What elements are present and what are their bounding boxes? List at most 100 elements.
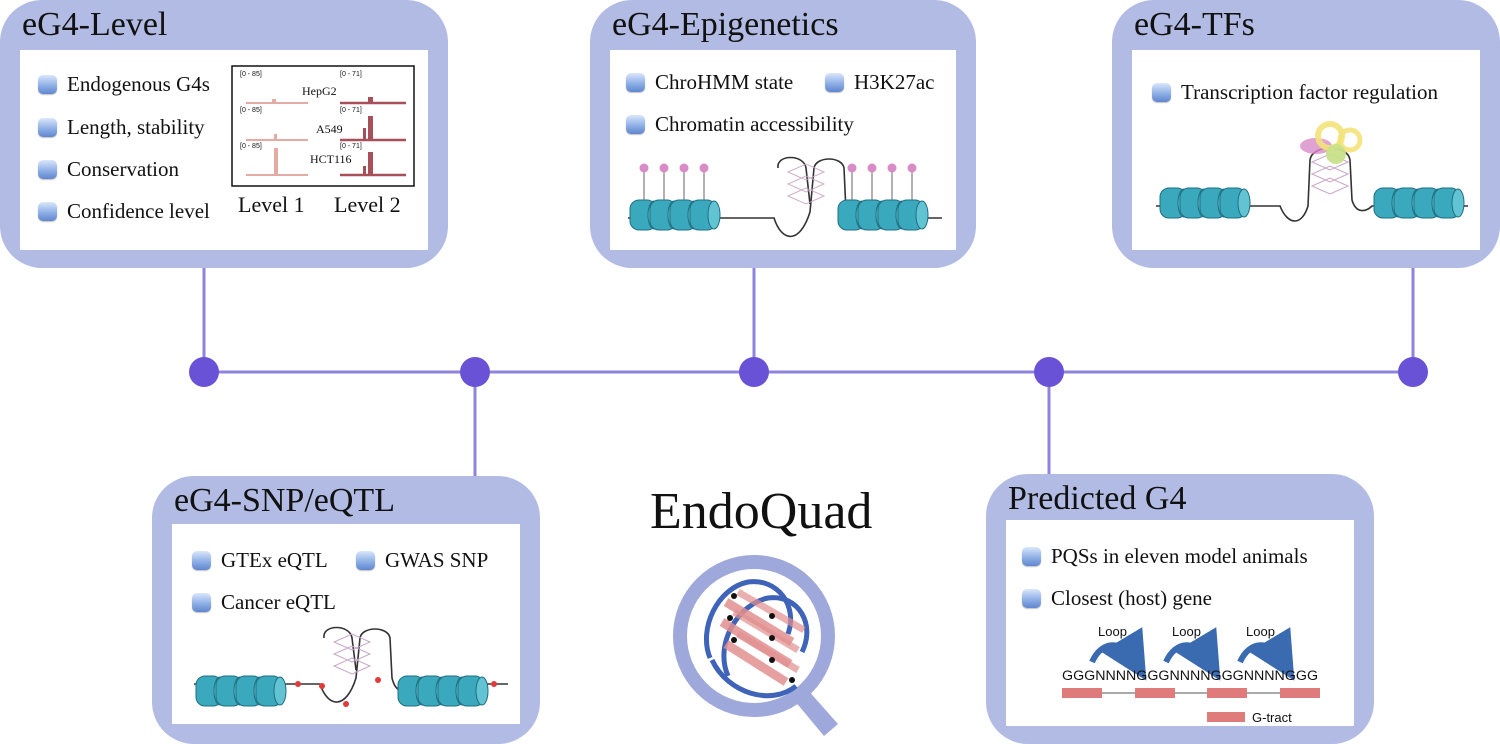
nucleosome-group-right — [397, 675, 489, 707]
bullet-icon — [38, 160, 57, 179]
list-item-gtex-eqtl: GTEx eQTL — [192, 548, 328, 573]
list-item-chromatin-accessibility: Chromatin accessibility — [626, 112, 854, 137]
nucleosome-face — [1237, 188, 1251, 218]
magnifier-ring — [673, 555, 835, 717]
nucleosome-face — [273, 676, 287, 706]
histone-mark-icon — [907, 163, 917, 173]
card-title: eG4-Epigenetics — [612, 6, 839, 43]
loop-arrow-icon — [1163, 627, 1221, 681]
legend-label: G-tract — [1252, 710, 1292, 725]
list-item-chromhmm-state: ChroHMM state — [626, 70, 793, 95]
card-eg4-epigenetics: eG4-Epigenetics ChroHMM state H3K27ac Ch… — [590, 0, 976, 268]
list-item-conservation: Conservation — [38, 157, 179, 182]
bullet-icon — [38, 118, 57, 137]
nucleosome-group-left — [629, 163, 721, 231]
bullet-icon — [1022, 547, 1041, 566]
card-title: eG4-TFs — [1134, 6, 1255, 43]
level-label: Level 1 — [238, 192, 305, 217]
card-body: Transcription factor regulation — [1132, 50, 1480, 250]
tracks-frame — [231, 65, 415, 187]
bullet-icon — [356, 551, 375, 570]
nucleosome-group-left — [195, 675, 287, 707]
loop-arrow-icon — [1237, 627, 1295, 681]
genome-tracks: [0 - 85] [0 - 71] HepG2 [0 - 85] [0 - 71… — [231, 65, 415, 217]
card-body: GTEx eQTL GWAS SNP Cancer eQTL — [172, 524, 520, 724]
g-tract — [1280, 688, 1320, 698]
track-range-label: [0 - 85] — [240, 71, 262, 78]
histone-mark-icon — [867, 163, 877, 173]
bullet-icon — [38, 202, 57, 221]
bullet-icon — [1022, 589, 1041, 608]
chromatin-diagram — [628, 156, 942, 238]
bullet-icon — [38, 75, 57, 94]
card-predicted-g4: Predicted G4 PQSs in eleven model animal… — [986, 474, 1374, 744]
legend: G-tract — [1207, 710, 1292, 725]
card-body: ChroHMM state H3K27ac Chromatin accessib… — [610, 50, 956, 250]
histone-mark-icon — [659, 163, 669, 173]
g-tract-track — [1062, 688, 1320, 698]
bullet-icon — [192, 593, 211, 612]
cell-line-label: HepG2 — [302, 84, 337, 98]
card-eg4-snp-eqtl: eG4-SNP/eQTL GTEx eQTL GWAS SNP Cancer e… — [152, 476, 540, 744]
timeline-node-epigenetics — [739, 357, 769, 387]
histone-mark-icon — [699, 163, 709, 173]
g-tract — [1135, 688, 1175, 698]
g-tract — [1207, 688, 1247, 698]
magnifier-g-quadruplex-icon — [673, 555, 838, 736]
nucleosome-group-right — [1373, 187, 1465, 219]
legend-swatch — [1207, 712, 1245, 722]
list-item-pqs: PQSs in eleven model animals — [1022, 544, 1308, 569]
brand-title: EndoQuad — [650, 483, 873, 540]
list-item-gwas-snp: GWAS SNP — [356, 548, 488, 573]
g-quadruplex-icon — [332, 633, 372, 675]
loop-arrows — [1089, 627, 1295, 681]
list-item-length-stability: Length, stability — [38, 115, 205, 140]
list-item-tf-regulation: Transcription factor regulation — [1152, 80, 1438, 105]
timeline-node-predicted — [1034, 357, 1064, 387]
track-range-label: [0 - 71] — [340, 107, 362, 114]
g-tract — [1062, 688, 1102, 698]
card-title: Predicted G4 — [1008, 480, 1187, 517]
nucleosome-face — [915, 200, 929, 230]
track-range-label: [0 - 85] — [240, 143, 262, 150]
list-item-closest-gene: Closest (host) gene — [1022, 586, 1212, 611]
card-eg4-tfs: eG4-TFs Transcription factor regulation — [1112, 0, 1500, 268]
timeline-connectors — [202, 266, 1415, 476]
histone-mark-icon — [639, 163, 649, 173]
histone-mark-icon — [887, 163, 897, 173]
timeline-node-level — [189, 357, 219, 387]
card-title: eG4-Level — [22, 6, 168, 43]
histone-mark-icon — [847, 163, 857, 173]
level-label: Level 2 — [334, 192, 401, 217]
snp-diagram — [194, 626, 508, 707]
bullet-icon — [1152, 83, 1171, 102]
loop-label: Loop — [1172, 624, 1201, 639]
list-item-endogenous-g4s: Endogenous G4s — [38, 72, 210, 97]
list-item-cancer-eqtl: Cancer eQTL — [192, 590, 336, 615]
histone-mark-icon — [679, 163, 689, 173]
g-quadruplex-icon — [1310, 153, 1350, 195]
card-body: Endogenous G4s Length, stability Conserv… — [20, 50, 428, 250]
loop-label: Loop — [1246, 624, 1275, 639]
bullet-icon — [626, 115, 645, 134]
nucleosome-face — [707, 200, 721, 230]
tf-binding-diagram — [1156, 121, 1468, 222]
transcription-factor-icon — [1300, 121, 1363, 164]
bullet-icon — [825, 73, 844, 92]
card-body: PQSs in eleven model animals Closest (ho… — [1006, 520, 1354, 726]
snp-markers — [295, 677, 497, 707]
card-eg4-level: eG4-Level Endogenous G4s Length, stabili… — [0, 0, 448, 268]
g-quadruplex-icon — [786, 163, 826, 205]
cell-line-label: A549 — [316, 122, 343, 136]
loop-label: Loop — [1098, 624, 1127, 639]
list-item-confidence-level: Confidence level — [38, 199, 210, 224]
bullet-icon — [626, 73, 645, 92]
pqs-sequence: GGGNNNNGGGNNNNGGGNNNNGGG — [1062, 668, 1318, 683]
quadruplex-strands — [703, 579, 810, 699]
nucleosome-face — [1451, 188, 1465, 218]
cell-line-label: HCT116 — [310, 152, 352, 166]
track-range-label: [0 - 71] — [340, 71, 362, 78]
pqs-motif-diagram: Loop Loop Loop GGGNNNNGGGNNNNGGGNNNNGGG … — [1062, 624, 1320, 725]
card-title: eG4-SNP/eQTL — [174, 482, 395, 519]
